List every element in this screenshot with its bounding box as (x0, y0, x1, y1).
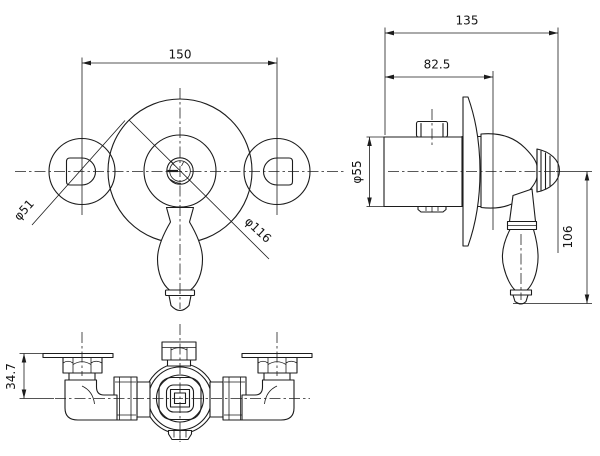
leader-line-plate-diameter (128, 119, 270, 260)
arrowhead (385, 30, 394, 36)
spindle-circle-outer (166, 157, 194, 185)
union-diameter-label: φ51 (11, 197, 37, 224)
side-view: 135 82.5 φ55 106 (350, 14, 592, 305)
left-wall-nut-facets (62, 357, 103, 373)
cap-grooves (536, 148, 551, 193)
ext-lines-150 (81, 57, 278, 215)
right-washer (209, 381, 224, 418)
handle-drop-label: 106 (561, 226, 575, 249)
left-washer (136, 381, 151, 418)
arrowhead (584, 294, 590, 304)
left-wall-nut (62, 356, 103, 374)
arrowhead (82, 60, 91, 66)
right-bend-arc (264, 385, 278, 405)
right-wall-nut-facets (257, 357, 298, 373)
arrowhead (21, 353, 27, 363)
arrowhead (484, 74, 493, 80)
lever-grip-side (501, 228, 539, 291)
arrowhead (268, 60, 277, 66)
top-nub-walls (420, 122, 444, 138)
right-wall-nut (257, 356, 298, 374)
handle-cap-dome (536, 148, 561, 193)
front-view: 150 φ51 φ116 (11, 48, 346, 312)
right-union-boss (262, 157, 294, 186)
left-union-boss (65, 157, 97, 186)
arrowhead (584, 171, 590, 181)
ext-lines-135 (384, 27, 559, 253)
outlet-hex-nut (161, 341, 197, 361)
wall-offset-label: 34.7 (4, 363, 18, 390)
front-width-dimension-label: 150 (169, 48, 192, 62)
left-wall-plate (42, 352, 114, 359)
lever-grip-finial (512, 294, 529, 305)
side-depth-total-label: 135 (456, 14, 479, 28)
ext-lines-106 (513, 171, 592, 304)
arrowhead (367, 197, 372, 207)
arrowhead (385, 74, 394, 80)
outlet-hex-facets (162, 347, 196, 360)
body-diameter-label: φ55 (350, 160, 364, 183)
right-elbow (241, 379, 295, 421)
side-depth-body-label: 82.5 (424, 58, 451, 72)
top-view: 34.7 (4, 324, 313, 442)
left-elbow (64, 379, 118, 421)
plate-diameter-label: φ116 (242, 214, 274, 245)
bottom-tab-serrations (425, 207, 439, 212)
arrowhead (367, 137, 372, 146)
leader-line-union-diameter (31, 120, 126, 226)
arrowhead (549, 30, 558, 36)
outlet-neck (166, 359, 192, 367)
arrowhead (21, 389, 27, 399)
left-bend-arc (81, 385, 95, 405)
